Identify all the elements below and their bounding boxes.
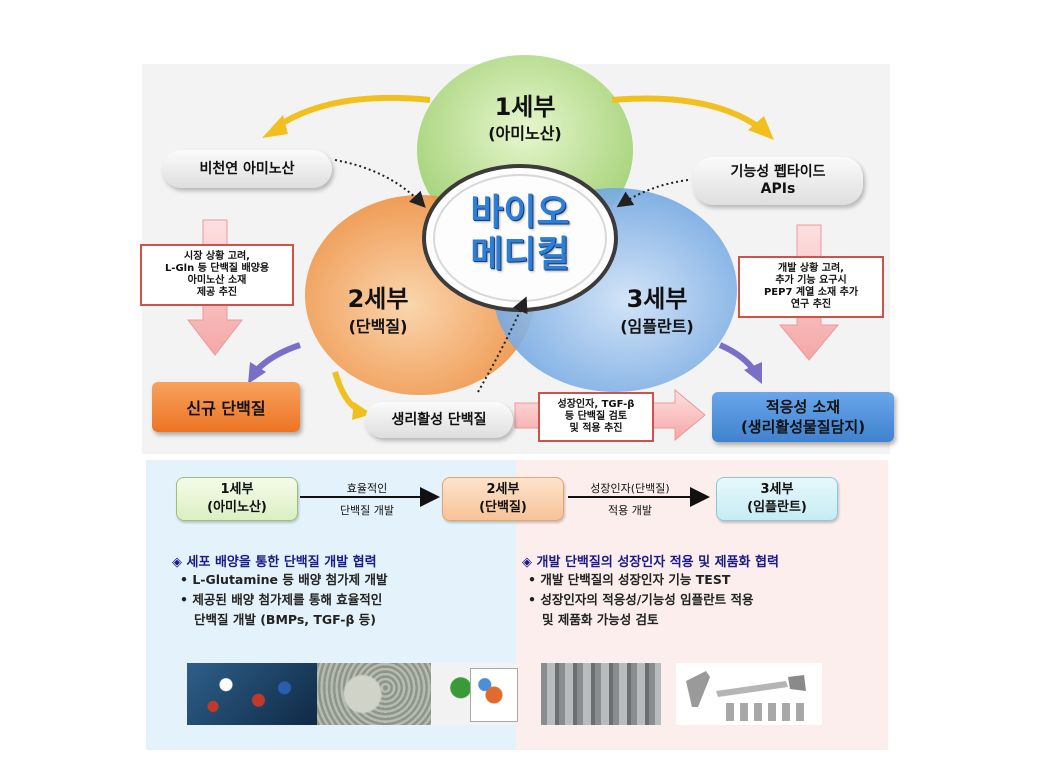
yellow-arrow-top-right [611, 95, 762, 131]
bioactive-protein-text: 생리활성 단백질 [391, 411, 487, 428]
protein-ribbon-image [470, 668, 518, 722]
flow-box-implant: 3세부 (임플란트) [716, 477, 838, 521]
right-panel-bullet2-line2: 및 제품화 가능성 검토 [542, 612, 659, 627]
flow-box-amino-line1: 1세부 [220, 482, 254, 497]
top-circle-label: 1세부 (아미노산) [455, 92, 595, 146]
functional-peptide-line1: 기능성 펩타이드 [730, 164, 826, 180]
dental-implant-image [676, 663, 822, 725]
adaptive-material-line2: (생리활성물질담지) [740, 418, 866, 436]
left-circle-title: 2세부 [347, 285, 409, 313]
right-circle-label: 3세부 (임플란트) [592, 283, 722, 339]
top-circle-title: 1세부 [494, 93, 556, 121]
flow-arrow2-top-label: 성장인자(단백질) [590, 482, 670, 495]
note-bottom: 성장인자, TGF-β 등 단백질 검토 및 적용 추진 [538, 392, 654, 442]
functional-peptide-label: 기능성 펩타이드 APIs [693, 157, 863, 205]
flow-box-protein-line2: (단백질) [479, 500, 527, 515]
flow-box-amino: 1세부 (아미노산) [176, 477, 298, 521]
functional-peptide-line2: APIs [760, 181, 796, 197]
right-panel-heading: ◈ 개발 단백질의 성장인자 적용 및 제품화 협력 [522, 555, 779, 570]
center-label-line1: 바이오 [470, 192, 570, 233]
implant-icon [686, 671, 806, 721]
flow-box-protein: 2세부 (단백질) [442, 477, 564, 521]
bioactive-protein-label: 생리활성 단백질 [365, 402, 513, 438]
non-natural-amino-text: 비천연 아미노산 [199, 160, 295, 177]
center-label: 바이오 메디컬 [440, 192, 600, 276]
left-circle-sub: (단백질) [348, 317, 408, 336]
flow-arrow1-bottom-label: 단백질 개발 [339, 504, 395, 517]
left-circle-label: 2세부 (단백질) [318, 283, 438, 339]
note-left: 시장 상황 고려, L-Gln 등 단백질 배양용 아미노산 소재 제공 추진 [140, 244, 294, 306]
left-panel-bullet1: • L-Glutamine 등 배양 첨가제 개발 [180, 572, 388, 587]
top-circle-sub: (아미노산) [488, 124, 562, 143]
right-panel-bullet1: • 개발 단백질의 성장인자 기능 TEST [528, 572, 731, 587]
left-panel-heading: ◈ 세포 배양을 통한 단백질 개발 협력 [172, 555, 377, 570]
flow-arrow1-top-label: 효율적인 [346, 482, 388, 495]
non-natural-amino-label: 비천연 아미노산 [162, 150, 332, 188]
adaptive-material-box: 적응성 소재 (생리활성물질담지) [712, 392, 894, 442]
new-protein-box: 신규 단백질 [152, 382, 300, 432]
adaptive-material-line1: 적응성 소재 [765, 398, 841, 416]
dotted-arrow-right [616, 179, 689, 208]
left-panel-bullet2-line2: 단백질 개발 (BMPs, TGF-β 등) [194, 612, 377, 627]
new-protein-text: 신규 단백질 [186, 399, 266, 418]
flow-box-protein-line1: 2세부 [486, 482, 520, 497]
cell-culture-image [317, 663, 431, 725]
left-panel-bullet2-line1: • 제공된 배양 첨가제를 통해 효율적인 [180, 592, 383, 607]
dotted-arrow-left [334, 159, 426, 208]
right-circle-sub: (임플란트) [620, 317, 694, 336]
lab-equipment-image [541, 663, 661, 725]
flow-box-implant-line2: (임플란트) [747, 500, 807, 515]
note-right: 개발 상황 고려, 추가 기능 요구시 PEP7 계열 소재 추가 연구 추진 [738, 256, 884, 318]
purple-arrow-left [252, 342, 301, 375]
amino-acid-molecule-image [187, 663, 317, 725]
flow-box-implant-line1: 3세부 [760, 482, 794, 497]
yellow-arrow-top-left [273, 94, 431, 131]
right-circle-title: 3세부 [626, 285, 688, 313]
dotted-arrow-bottom [477, 296, 528, 393]
flow-box-amino-line2: (아미노산) [207, 500, 267, 515]
center-label-line2: 메디컬 [470, 234, 570, 275]
right-panel-bullet2-line1: • 성장인자의 적응성/기능성 임플란트 적용 [528, 592, 754, 607]
flow-arrow2-bottom-label: 적용 개발 [608, 504, 652, 517]
